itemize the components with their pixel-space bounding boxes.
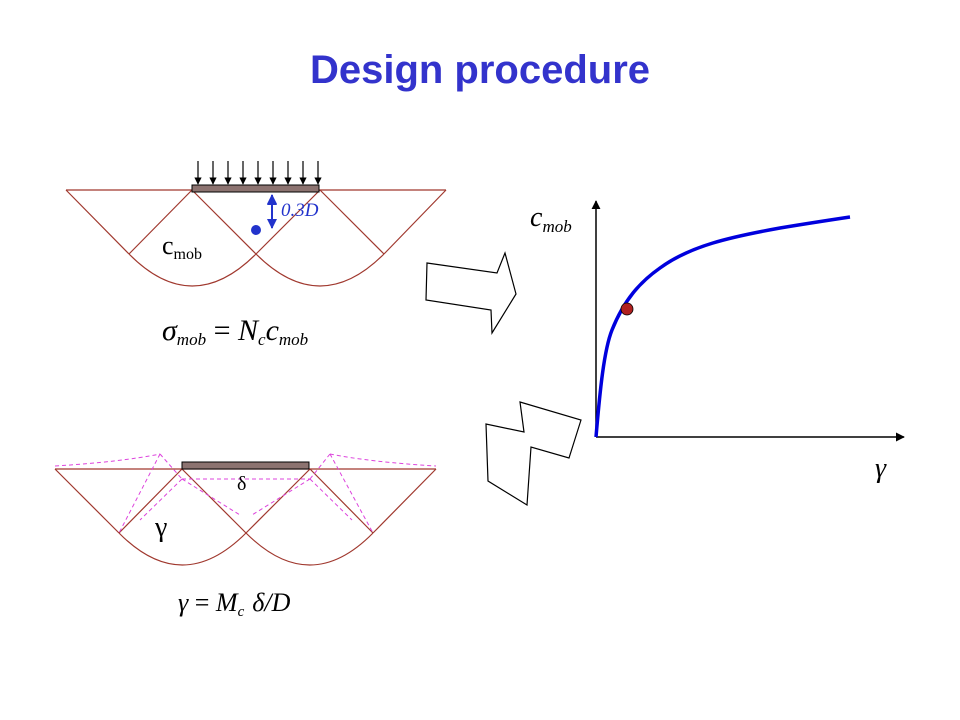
footing [181, 461, 310, 470]
stress-strain-plot: cmob γ [530, 200, 905, 484]
strain-label: γ [154, 512, 167, 543]
footing [191, 184, 320, 193]
page-title: Design procedure [309, 48, 651, 92]
mobilised-stress-equation: σmob = Nccmob [162, 314, 308, 349]
x-axis-label: γ [875, 453, 887, 484]
stress-strain-curve [594, 215, 851, 438]
failure-mechanism-lines [54, 468, 437, 566]
deformed-mechanism [54, 453, 437, 534]
operating-point-marker [620, 302, 634, 316]
return-block-arrow [485, 401, 582, 507]
failure-mechanism-lines [65, 189, 447, 287]
y-axis-label: cmob [530, 202, 572, 236]
bottom-mechanism: δ γ [54, 453, 437, 566]
forward-block-arrow [425, 251, 517, 335]
displacement-label: δ [237, 473, 246, 495]
representative-point [251, 225, 261, 235]
top-mechanism: 0.3D cmob [65, 161, 447, 287]
depth-label: 0.3D [281, 200, 319, 221]
strength-label: cmob [162, 231, 202, 263]
load-arrows [194, 161, 322, 185]
